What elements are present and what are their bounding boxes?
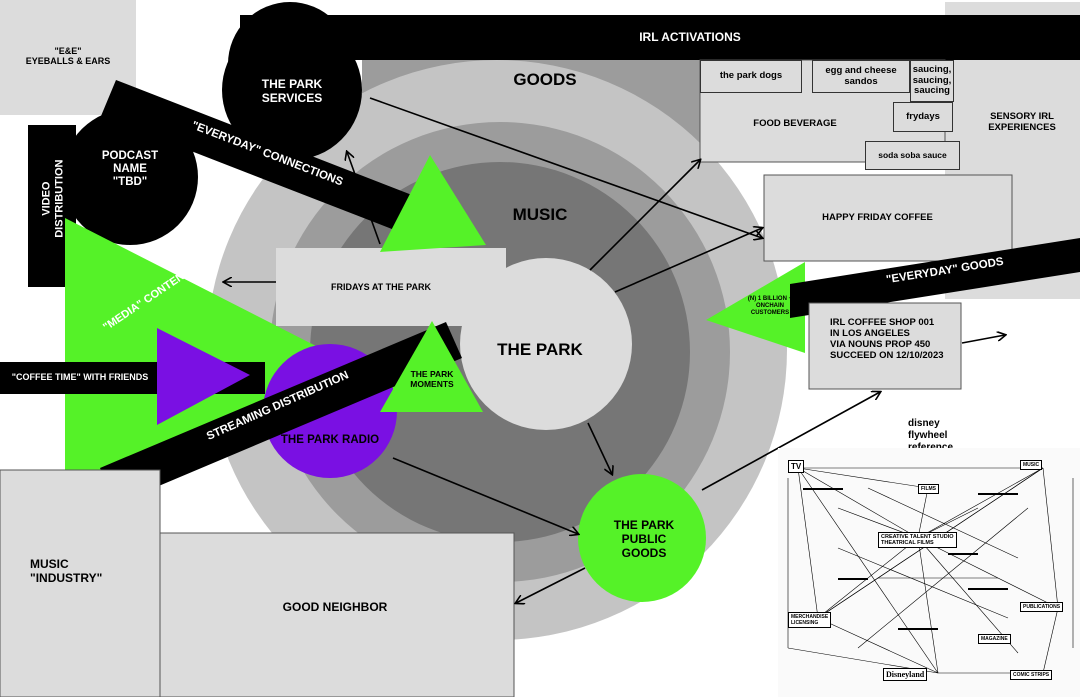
irl-coffee-shop-label: IRL COFFEE SHOP 001 IN LOS ANGELES VIA N… [830, 317, 944, 361]
park-radio-label: THE PARK RADIO [280, 434, 380, 446]
arrow-radio-to-public-goods [392, 457, 578, 534]
coffee-time-label: "COFFEE TIME" WITH FRIENDS [11, 372, 149, 382]
ref-node-studio: CREATIVE TALENT STUDIO THEATRICAL FILMS [878, 532, 957, 548]
happy-friday-box [763, 174, 1013, 262]
saucing-box: saucing, saucing, saucing [910, 60, 954, 102]
food-beverage-label: FOOD BEVERAGE [753, 117, 837, 129]
ref-node-films: FILMS [918, 484, 939, 494]
music-industry-label: MUSIC "INDUSTRY" [30, 557, 103, 585]
the-park-label: THE PARK [497, 340, 583, 359]
park-services-circle [222, 20, 362, 160]
arrow-public-goods-to-neighbor [516, 567, 586, 603]
ref-node-disneyland: Disneyland [883, 668, 928, 681]
ref-node-magazine: MAGAZINE [978, 634, 1011, 644]
arrow-services-to-coffee [369, 97, 762, 238]
ref-node-merch: MERCHANDISE LICENSING [788, 612, 832, 628]
eyeballs-label: "E&E" EYEBALLS & EARS [25, 46, 111, 67]
irl-activations-band [240, 15, 1080, 60]
public-goods-circle [578, 474, 706, 602]
ref-node-music: MUSIC [1020, 460, 1043, 470]
fridays-box-rest [276, 248, 506, 326]
good-neighbor-label: GOOD NEIGHBOR [282, 600, 388, 614]
soda-soba-box: soda soba sauce [865, 141, 960, 170]
fridays-label: FRIDAYS AT THE PARK [330, 282, 431, 292]
streaming-distribution-band [100, 322, 462, 504]
park-moments-label: THE PARK MOMENTS [410, 369, 454, 389]
arrow-center-to-food [589, 160, 700, 271]
park-moments-triangle [380, 321, 483, 412]
goods-label: GOODS [513, 70, 577, 89]
disney-flywheel-image: TV MUSIC FILMS CREATIVE TALENT STUDIO TH… [778, 448, 1080, 697]
happy-friday-label: HAPPY FRIDAY COFFEE [822, 212, 933, 223]
onchain-triangle [706, 262, 805, 353]
ref-node-tv: TV [788, 460, 805, 473]
arrow-public-goods-to-coffee-shop [701, 392, 880, 491]
arrow-up-to-services [347, 152, 381, 245]
public-goods-label: THE PARK PUBLIC GOODS [613, 518, 675, 560]
onchain-customers-label: (N) 1 BILLION + ONCHAIN CUSTOMERS [747, 296, 793, 316]
irl-coffee-shop-box [808, 302, 962, 390]
sensory-irl-label: SENSORY IRL EXPERIENCES [988, 111, 1056, 133]
ref-node-comic: COMIC STRIPS [1010, 670, 1053, 680]
music-label: MUSIC [512, 205, 568, 224]
good-neighbor-box [159, 532, 515, 697]
video-distribution-label: VIDEO DISTRIBUTION [40, 159, 65, 238]
ref-node-publications: PUBLICATIONS [1020, 602, 1064, 612]
green-triangle-top [380, 155, 486, 252]
park-dogs-box: the park dogs [700, 60, 802, 93]
podcast-label: PODCAST NAME "TBD" [101, 150, 159, 189]
arrow-center-to-coffee [614, 228, 762, 293]
frydays-box: frydays [893, 102, 953, 132]
everyday-connections-band [101, 80, 430, 238]
everyday-goods-band [790, 238, 1080, 318]
egg-cheese-box: egg and cheese sandos [812, 60, 910, 93]
arrow-coffee-shop-right [961, 335, 1005, 344]
irl-activations-label: IRL ACTIVATIONS [639, 30, 741, 44]
purple-triangle [157, 328, 250, 425]
arrow-center-to-public-goods [587, 422, 612, 474]
podcast-circle [62, 109, 198, 245]
media-content-triangle [65, 218, 410, 488]
disney-ref-title: disney flywheel reference [908, 418, 953, 453]
park-services-label: THE PARK SERVICES [261, 77, 323, 105]
